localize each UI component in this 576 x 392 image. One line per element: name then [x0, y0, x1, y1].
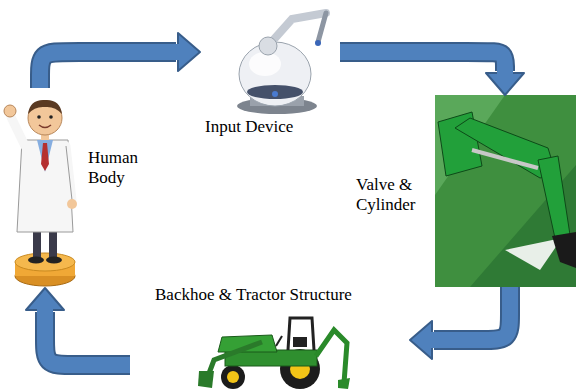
illustration-part [268, 13, 326, 46]
tractor-backhoe [198, 318, 350, 389]
illustration-part [435, 95, 576, 287]
illustration-part [17, 140, 73, 232]
illustration-part [221, 365, 245, 389]
illustration-part [249, 52, 281, 76]
node-label: Backhoe & Tractor Structure [155, 285, 352, 305]
arrow-head [486, 73, 524, 95]
illustration-part [41, 143, 49, 171]
illustration-part [505, 238, 562, 270]
diagram-node: Backhoe & Tractor Structure [130, 283, 410, 392]
arrow-head [410, 321, 432, 359]
illustration-part [37, 140, 53, 172]
illustration-part [4, 105, 16, 117]
illustration-part [67, 199, 77, 209]
human-figure [4, 100, 77, 286]
illustration-part [318, 13, 326, 42]
illustration-part [272, 91, 278, 97]
illustration-part [11, 117, 25, 146]
flow-arrow [40, 33, 200, 88]
illustration-part [276, 336, 282, 346]
arrow-body [45, 307, 130, 365]
illustration-part [49, 115, 53, 119]
arrow-body [40, 52, 181, 88]
illustration-part [288, 318, 314, 350]
illustration-part [552, 232, 576, 268]
haptic-input-device [237, 13, 326, 114]
flow-arrow [340, 52, 524, 95]
illustration-part [316, 330, 347, 383]
illustration-part [28, 257, 44, 264]
illustration-part [39, 125, 51, 128]
illustration-part [259, 37, 277, 55]
illustration-part [66, 146, 72, 200]
diagram-node: Valve & Cylinder [352, 95, 576, 287]
illustration-part [46, 257, 62, 264]
illustration-part [15, 253, 75, 271]
arrow-body [340, 52, 505, 76]
valve-cylinder-render [435, 95, 576, 287]
node-label: Human Body [88, 148, 146, 187]
illustration-part [293, 337, 307, 347]
arrow-head [178, 33, 200, 71]
illustration-part [66, 146, 72, 200]
flow-arrow [410, 287, 510, 359]
node-label: Input Device [205, 117, 293, 137]
illustration-part [472, 150, 538, 168]
illustration-part [338, 378, 350, 389]
illustration-part [315, 40, 321, 46]
diagram-node: Input Device [200, 4, 340, 144]
illustration-part [247, 85, 303, 99]
illustration-part [37, 115, 41, 119]
illustration-part [198, 371, 214, 388]
arrow-head [26, 288, 64, 310]
illustration-part [227, 371, 239, 383]
arrow-body [429, 287, 510, 340]
diagram-node: Human Body [4, 88, 150, 288]
illustration-part [28, 100, 62, 114]
flow-arrow [26, 288, 130, 365]
illustration-part [208, 342, 262, 376]
node-label: Valve & Cylinder [356, 175, 428, 214]
